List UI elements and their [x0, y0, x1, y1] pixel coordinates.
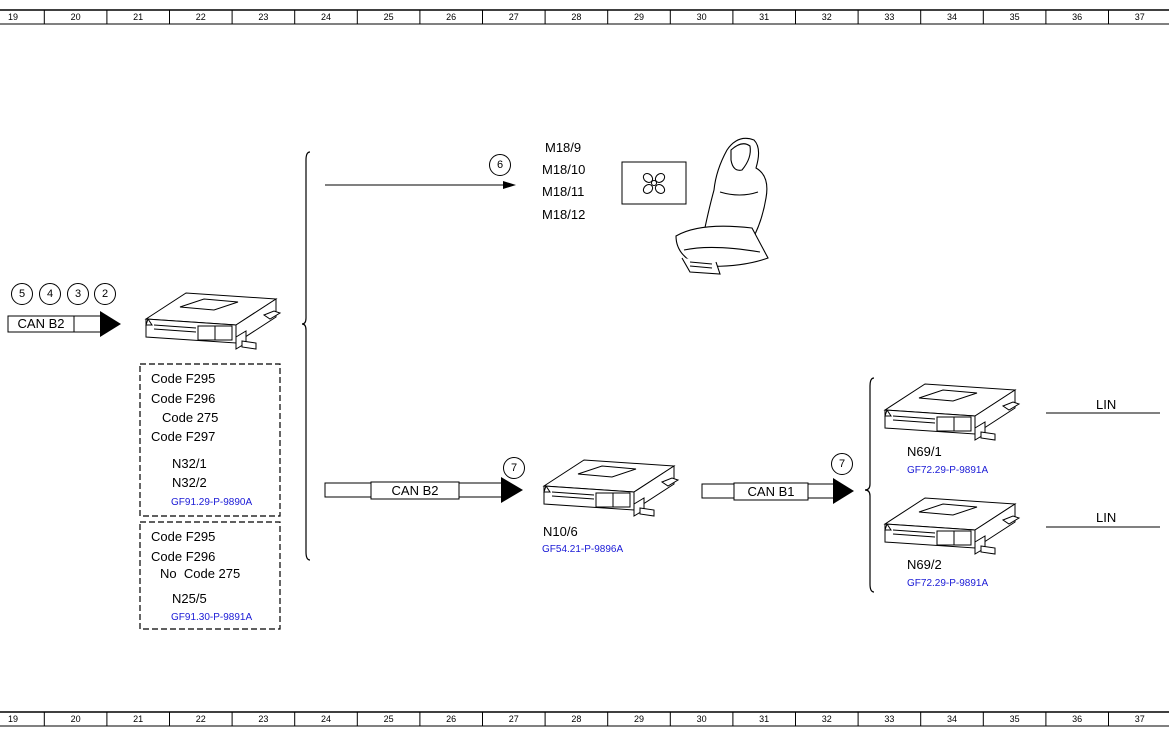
- right-arrow-head: [833, 478, 854, 504]
- control-unit-main-icon: [145, 292, 281, 350]
- bottom-ruler-tick: 34: [946, 714, 957, 724]
- top-ruler-tick: 23: [258, 12, 269, 22]
- top-ruler-tick: 37: [1134, 12, 1145, 22]
- bottom-ruler-tick: 32: [821, 714, 832, 724]
- upper-lin-label: LIN: [1096, 397, 1117, 412]
- control-unit-n69-2-icon: [884, 497, 1020, 555]
- variant-a-component-2: N32/2: [172, 475, 207, 490]
- lower-doc-link[interactable]: GF72.29-P-9891A: [907, 578, 989, 589]
- variant-b-line-2: Code F296: [151, 549, 216, 564]
- top-ruler-tick: 19: [7, 12, 18, 22]
- variant-a-component-1: N32/1: [172, 456, 207, 471]
- variant-a-line-2: Code F296: [151, 391, 216, 406]
- top-ruler-tick: 21: [133, 12, 144, 22]
- variant-a-doc-link[interactable]: GF91.29-P-9890A: [171, 497, 253, 508]
- bottom-ruler-lines: [0, 711, 1169, 727]
- can-b2-input-arrow: [100, 311, 121, 337]
- variant-a-line-1: Code F295: [151, 371, 216, 386]
- ref-circle-7-middle: 7: [503, 457, 525, 479]
- bottom-ruler-tick: 29: [633, 714, 644, 724]
- input-bus-label: CAN B2: [17, 316, 65, 331]
- bottom-ruler-tick: 28: [571, 714, 582, 724]
- variant-b-line-3: No Code 275: [160, 566, 241, 581]
- top-ruler-tick: 32: [821, 12, 832, 22]
- variant-b-box: [139, 521, 281, 630]
- variant-b-doc-link[interactable]: GF91.30-P-9891A: [171, 612, 253, 623]
- seat-icon: [675, 137, 769, 275]
- top-ruler-tick: 28: [571, 12, 582, 22]
- middle-arrow-head: [501, 477, 523, 503]
- top-ruler-tick: 29: [633, 12, 644, 22]
- bottom-ruler-tick: 27: [508, 714, 519, 724]
- control-unit-n69-1-icon: [884, 383, 1020, 441]
- control-unit-n10-6-icon: [543, 459, 679, 517]
- top-ruler-lines: [0, 9, 1169, 25]
- top-ruler-tick: 34: [946, 12, 957, 22]
- bottom-ruler-tick: 30: [696, 714, 707, 724]
- top-ruler-tick: 24: [320, 12, 331, 22]
- bottom-ruler-tick: 22: [195, 714, 206, 724]
- bottom-ruler-tick: 35: [1009, 714, 1020, 724]
- bottom-ruler-tick: 37: [1134, 714, 1145, 724]
- bottom-ruler-tick: 23: [258, 714, 269, 724]
- middle-doc-link[interactable]: GF54.21-P-9896A: [542, 544, 624, 555]
- ref-circle-5: 5: [11, 283, 33, 305]
- top-ruler-tick: 35: [1009, 12, 1020, 22]
- ref-circle-7-right: 7: [831, 453, 853, 475]
- variant-a-line-3: Code 275: [162, 410, 219, 425]
- fan-icon: [642, 173, 666, 194]
- seat-component-2: M18/10: [542, 162, 586, 177]
- ref-circle-3: 3: [67, 283, 89, 305]
- seat-component-3: M18/11: [542, 184, 585, 199]
- top-ruler-tick: 36: [1072, 12, 1083, 22]
- lower-component: N69/2: [907, 557, 942, 572]
- right-brace: [864, 377, 875, 593]
- top-ruler-tick: 33: [884, 12, 895, 22]
- lower-lin-label: LIN: [1096, 510, 1117, 525]
- bottom-ruler-tick: 36: [1072, 714, 1083, 724]
- upper-doc-link[interactable]: GF72.29-P-9891A: [907, 465, 989, 476]
- bottom-ruler-tick: 25: [383, 714, 394, 724]
- middle-bus-label: CAN B2: [391, 483, 439, 498]
- top-ruler-tick: 26: [446, 12, 457, 22]
- top-ruler-tick: 30: [696, 12, 707, 22]
- ref-circle-2: 2: [94, 283, 116, 305]
- seat-component-4: M18/12: [542, 207, 586, 222]
- top-ruler-tick: 25: [383, 12, 394, 22]
- seat-arrow-head: [503, 181, 516, 189]
- bottom-ruler-tick: 31: [759, 714, 770, 724]
- right-bus-label: CAN B1: [747, 484, 795, 499]
- bottom-ruler-tick: 26: [446, 714, 457, 724]
- variant-b-line-1: Code F295: [151, 529, 216, 544]
- top-ruler-tick: 31: [759, 12, 770, 22]
- variant-a-box: [139, 363, 281, 517]
- bottom-ruler-tick: 24: [320, 714, 331, 724]
- variant-b-component-1: N25/5: [172, 591, 207, 606]
- seat-component-1: M18/9: [545, 140, 582, 155]
- bottom-ruler-tick: 33: [884, 714, 895, 724]
- bottom-ruler-tick: 20: [70, 714, 81, 724]
- middle-component: N10/6: [543, 524, 578, 539]
- top-ruler-tick: 22: [195, 12, 206, 22]
- top-ruler-tick: 20: [70, 12, 81, 22]
- branch-brace: [301, 151, 311, 561]
- upper-component: N69/1: [907, 444, 942, 459]
- top-ruler-tick: 27: [508, 12, 519, 22]
- ref-circle-4: 4: [39, 283, 61, 305]
- bottom-ruler-tick: 19: [7, 714, 18, 724]
- ref-circle-6: 6: [489, 154, 511, 176]
- variant-a-line-4: Code F297: [151, 429, 216, 444]
- bottom-ruler-tick: 21: [133, 714, 144, 724]
